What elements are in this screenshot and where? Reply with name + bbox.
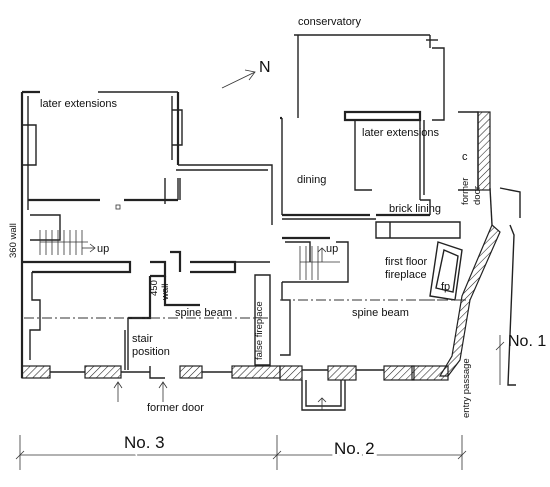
label-former-door-bottom: former door (147, 402, 204, 414)
label-position: position (132, 346, 170, 358)
label-former-door-right-2: door (472, 186, 483, 205)
label-c: c (462, 151, 468, 163)
door-arrows (113, 381, 168, 402)
label-brick-lining: brick lining (389, 203, 441, 215)
label-later-extensions-right: later extensions (362, 127, 440, 139)
label-up-left: up (97, 243, 109, 255)
label-no1: No. 1 (508, 333, 546, 350)
house-no1-edge (499, 187, 521, 386)
label-spine-beam-left: spine beam (175, 307, 232, 319)
label-first-floor: first floor (385, 256, 428, 268)
label-450-wall: wall (160, 284, 171, 301)
label-no2: No. 2 (334, 439, 375, 458)
label-no3: No. 3 (124, 433, 165, 452)
label-fireplace: fireplace (385, 269, 427, 281)
label-450: 450 (149, 280, 160, 296)
label-up-right: up (326, 243, 338, 255)
label-later-extensions-left: later extensions (40, 98, 118, 110)
house-no2-front-wall (279, 365, 449, 411)
label-false-fireplace: false fireplace (254, 301, 265, 360)
label-former-door-right: former (460, 178, 471, 205)
label-conservatory: conservatory (298, 16, 361, 28)
house-no3-front-wall (21, 365, 281, 379)
dimension-line (15, 335, 505, 470)
plan-labels: conservatory later extensions later exte… (8, 16, 546, 461)
label-dining: dining (297, 174, 326, 186)
label-north: N (259, 59, 271, 76)
label-stair: stair (132, 333, 153, 345)
label-360-wall: 360 wall (8, 223, 19, 258)
label-entry-passage: entry passage (461, 358, 472, 418)
north-arrow-icon (221, 69, 256, 89)
label-fp: fp (441, 281, 450, 293)
house-no3-walls (20, 90, 273, 378)
label-spine-beam-right: spine beam (352, 307, 409, 319)
